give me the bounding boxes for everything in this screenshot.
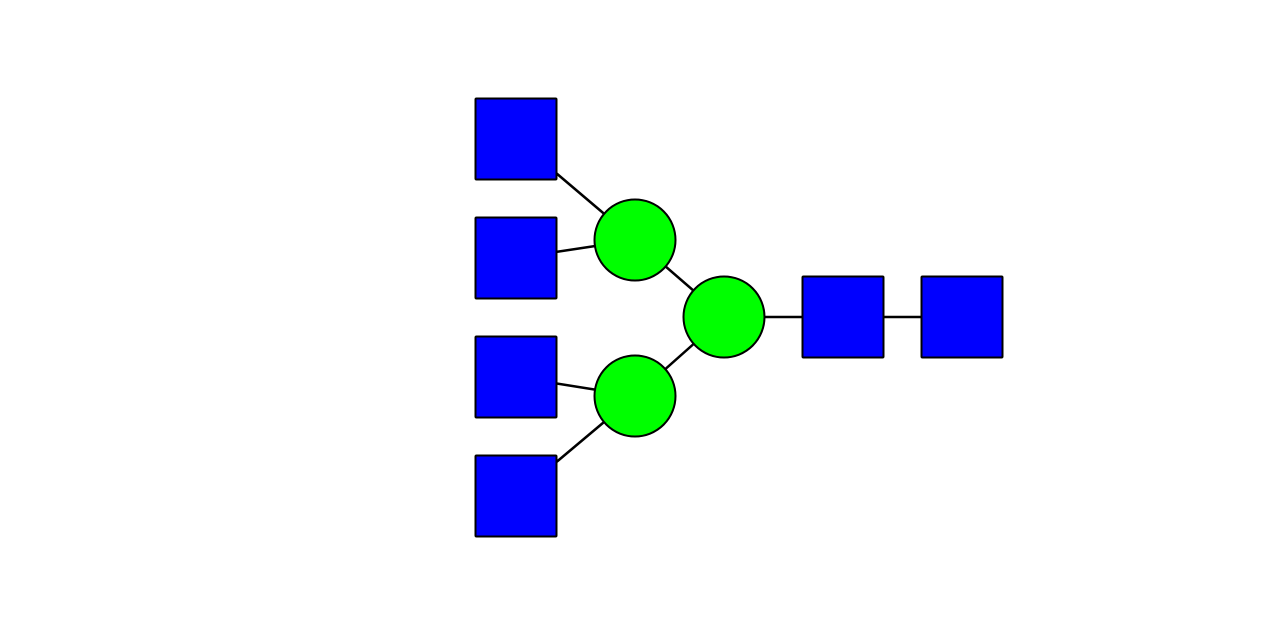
core-circle [682,275,766,359]
leaf-square-2 [474,216,558,300]
lower-branch-circle [593,354,677,438]
leaf-square-1 [474,97,558,181]
upper-branch-circle [593,198,677,282]
leaf-square-4 [474,454,558,538]
root-square [920,275,1004,359]
inner-square [801,275,885,359]
nodes-layer [474,97,1004,538]
leaf-square-3 [474,335,558,419]
